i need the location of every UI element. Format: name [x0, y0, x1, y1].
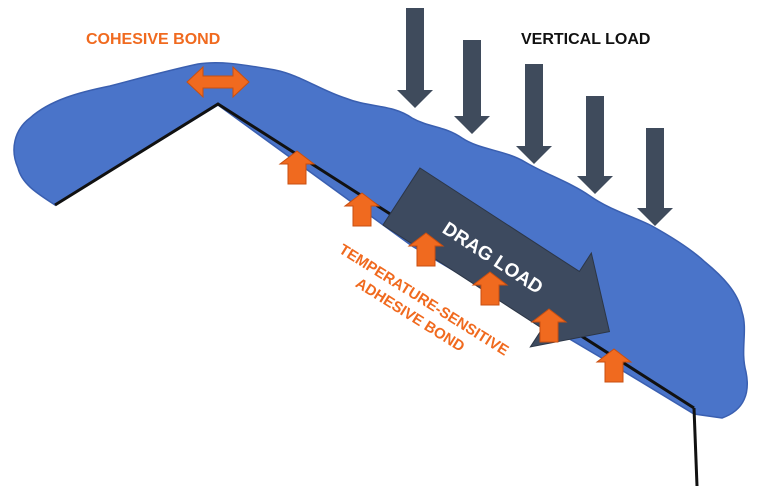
vertical-load-arrows	[397, 8, 673, 226]
adhesive-bond-arrow	[530, 308, 568, 343]
vertical-load-arrow	[397, 8, 433, 108]
adhesive-bond-arrow	[278, 150, 316, 185]
adhesive-bond-arrow	[595, 348, 633, 383]
vertical-load-arrow	[637, 128, 673, 226]
cohesive-bond-label: COHESIVE BOND	[86, 31, 220, 48]
vertical-load-label: VERTICAL LOAD	[521, 31, 650, 48]
vertical-load-arrow	[454, 40, 490, 134]
snow-layer	[13, 61, 748, 419]
roof-eave-post	[692, 407, 699, 487]
adhesive-bond-arrow	[407, 232, 445, 267]
adhesive-bond-arrow	[471, 271, 509, 306]
adhesive-bond-arrow	[343, 192, 381, 227]
cohesive-bond-double-arrow	[186, 65, 250, 99]
vertical-load-arrow	[577, 96, 613, 194]
adhesive-bond-arrows	[278, 150, 633, 383]
vertical-load-arrow	[516, 64, 552, 164]
